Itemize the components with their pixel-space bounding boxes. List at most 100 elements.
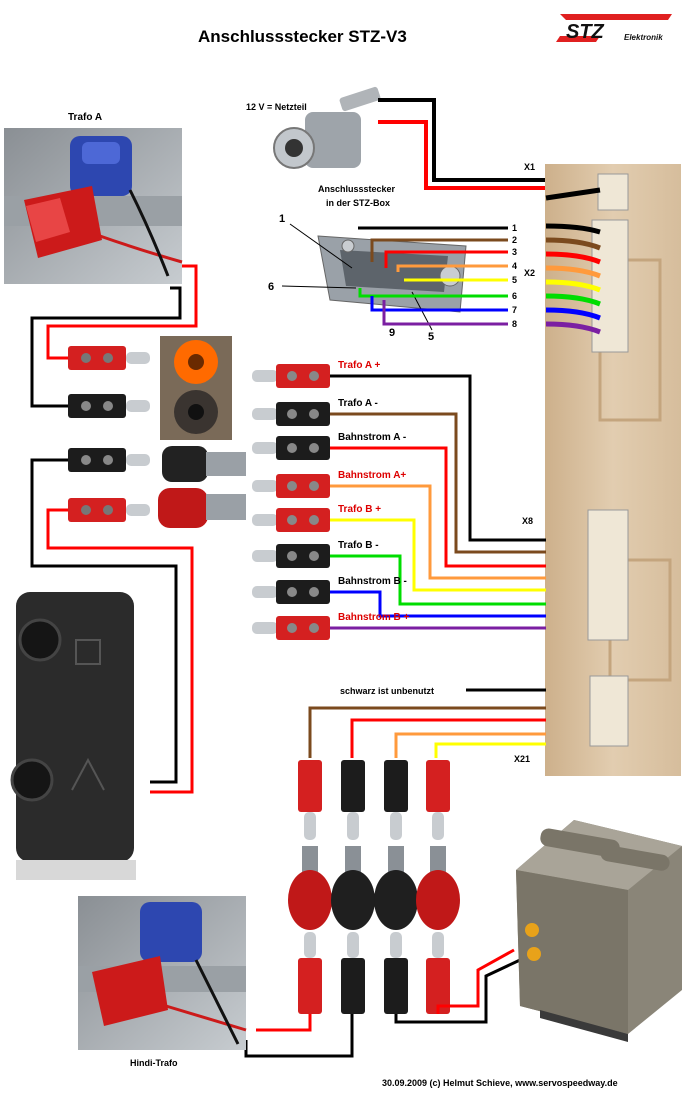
plug-screw	[287, 371, 297, 381]
plug-7: Bahnstrom B -	[252, 576, 407, 604]
plug-screw	[309, 481, 319, 491]
plug-body	[276, 364, 330, 388]
plug-screw	[287, 481, 297, 491]
plug-label-3: Bahnstrom A -	[338, 432, 406, 443]
plug-label-6: Trafo B -	[338, 540, 379, 551]
page-title: Anschlussstecker STZ-V3	[198, 27, 407, 46]
plug-label-2: Trafo A -	[338, 398, 378, 409]
plug-pin	[252, 586, 278, 598]
wire-left-red	[46, 508, 194, 794]
plug-pin	[252, 408, 278, 420]
plug-screw	[309, 551, 319, 561]
dsub-callout-6: 6	[268, 281, 274, 293]
dsub-pin-7: 7	[512, 305, 517, 315]
wire-hindi-black	[244, 1014, 354, 1058]
wire-trafo-a-red	[46, 264, 198, 360]
socket-photo-orange-black	[160, 336, 232, 440]
wire-power-red	[378, 120, 546, 190]
plug-label-4: Bahnstrom A+	[338, 470, 406, 481]
plug-screw	[309, 371, 319, 381]
stz-logo: STZ Elektronik	[556, 14, 672, 43]
left-plug-black-2	[68, 448, 150, 472]
left-plug-red-2	[68, 498, 150, 522]
wire-power-black	[378, 98, 546, 182]
socket-caption-2: in der STZ-Box	[326, 198, 390, 208]
x1-label: X1	[524, 162, 535, 172]
dsub-callout-1: 1	[279, 213, 285, 225]
plug-5: Trafo B +	[252, 504, 381, 532]
plug-screw	[287, 551, 297, 561]
dsub-pin-8: 8	[512, 319, 517, 329]
dsub-pin-3: 3	[512, 247, 517, 257]
trafo-b-box-photo	[10, 590, 136, 880]
trafo-a-photo	[4, 128, 183, 284]
plug-6: Trafo B -	[252, 540, 379, 568]
plug-pin	[252, 514, 278, 526]
dsub-pin-wires	[358, 226, 508, 326]
vertical-plugs-top	[298, 760, 450, 840]
plug-body	[276, 508, 330, 532]
plug-screw	[309, 409, 319, 419]
dsub-pin-6: 6	[512, 291, 517, 301]
socket-caption-1: Anschlussstecker	[318, 184, 396, 194]
plug-list: Trafo A + Trafo A - Bahnstrom A - Bahnstrom…	[252, 360, 410, 640]
plug-pin	[252, 622, 278, 634]
wire-trafo-a-black	[30, 286, 182, 408]
left-plug-red-1	[68, 346, 150, 370]
socket-black	[162, 446, 246, 482]
plug-body	[276, 474, 330, 498]
vertical-plugs-bottom	[298, 932, 450, 1014]
wire-left-black	[30, 458, 178, 784]
plug-screw	[309, 515, 319, 525]
logo-sub: Elektronik	[624, 33, 663, 42]
x8-label: X8	[522, 516, 533, 526]
plug-2: Trafo A -	[252, 398, 378, 426]
footer-credit: 30.09.2009 (c) Helmut Schieve, www.servo…	[382, 1078, 618, 1088]
dsub-pin-4: 4	[512, 261, 517, 271]
trafo-a-label: Trafo A	[68, 112, 102, 123]
dsub-callout-5: 5	[428, 331, 434, 343]
plug-screw	[309, 443, 319, 453]
plug-label-1: Trafo A +	[338, 360, 380, 371]
plug-3: Bahnstrom A -	[252, 432, 406, 460]
plug-pin	[252, 442, 278, 454]
dsub-pin-1: 1	[512, 223, 517, 233]
plug-body	[276, 402, 330, 426]
x2-label: X2	[524, 268, 535, 278]
dsub-connector	[317, 235, 467, 313]
plug-screw	[287, 623, 297, 633]
wire-hindi-red	[256, 1014, 312, 1032]
plug-screw	[287, 515, 297, 525]
plug-body	[276, 436, 330, 460]
dsub-pin-5: 5	[512, 275, 517, 285]
plug-pin	[252, 550, 278, 562]
left-plug-black-1	[68, 394, 150, 418]
plug-pin	[252, 370, 278, 382]
plug-screw	[309, 587, 319, 597]
hindi-trafo-label: Hindi-Trafo	[130, 1058, 178, 1068]
plug-screw	[287, 587, 297, 597]
wire-box-red	[436, 948, 515, 1014]
plug-pin	[252, 480, 278, 492]
wire-box-black	[394, 958, 521, 1024]
pcb-board	[545, 164, 681, 776]
plug-screw	[287, 443, 297, 453]
dsub-pin-2: 2	[512, 235, 517, 245]
plug-1: Trafo A +	[252, 360, 380, 388]
vertical-sockets	[288, 846, 460, 930]
netzteil-label: 12 V = Netzteil	[246, 102, 307, 112]
unused-note: schwarz ist unbenutzt	[340, 686, 434, 696]
plug-body	[276, 580, 330, 604]
hindi-trafo-photo	[78, 896, 247, 1050]
socket-red	[158, 488, 246, 528]
plug-screw	[287, 409, 297, 419]
x21-wires	[308, 706, 546, 758]
plug-body	[276, 616, 330, 640]
plug-8: Bahnstrom B +	[252, 612, 410, 640]
x8-wires	[330, 374, 546, 630]
x21-label: X21	[514, 754, 530, 764]
power-jack	[273, 86, 381, 169]
plug-label-7: Bahnstrom B -	[338, 576, 407, 587]
plug-4: Bahnstrom A+	[252, 470, 406, 498]
